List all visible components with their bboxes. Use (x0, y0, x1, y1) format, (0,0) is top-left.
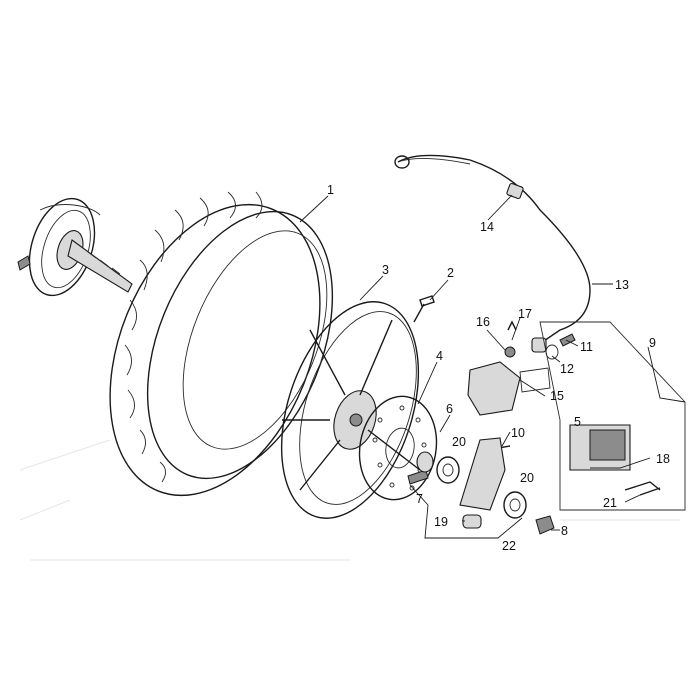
callout-7: 7 (416, 492, 423, 506)
background-guides (19, 439, 680, 561)
brake-disc-icon (358, 395, 438, 501)
callout-18: 18 (656, 452, 670, 466)
brake-pads-icon (539, 321, 686, 511)
brake-hose-icon (394, 154, 591, 353)
callout-21: 21 (603, 496, 617, 510)
callout-20a: 20 (452, 435, 466, 449)
callout-6: 6 (446, 402, 453, 416)
callout-2: 2 (447, 266, 454, 280)
leader-lines (299, 194, 686, 539)
callout-1: 1 (327, 183, 334, 197)
tire-icon (109, 191, 334, 497)
callout-13: 13 (615, 278, 629, 292)
callout-20b: 20 (520, 471, 534, 485)
callout-19: 19 (434, 515, 448, 529)
callout-22: 22 (502, 539, 516, 553)
brake-caliper-icon (459, 320, 551, 511)
callout-5: 5 (574, 415, 581, 429)
callout-17: 17 (518, 307, 532, 321)
callout-3: 3 (382, 263, 389, 277)
callout-labels: 1 2 3 4 5 6 7 8 9 10 11 12 13 14 15 16 1… (327, 183, 670, 553)
callout-14: 14 (480, 220, 494, 234)
callout-8: 8 (561, 524, 568, 538)
callout-4: 4 (436, 349, 443, 363)
small-parts (407, 295, 576, 535)
callout-15: 15 (550, 389, 564, 403)
axle-shaft-icon (17, 197, 133, 297)
callout-12: 12 (560, 362, 574, 376)
callout-16: 16 (476, 315, 490, 329)
rim-icon (280, 301, 421, 519)
callout-10: 10 (511, 426, 525, 440)
callout-11: 11 (580, 340, 593, 354)
callout-9: 9 (649, 336, 656, 350)
